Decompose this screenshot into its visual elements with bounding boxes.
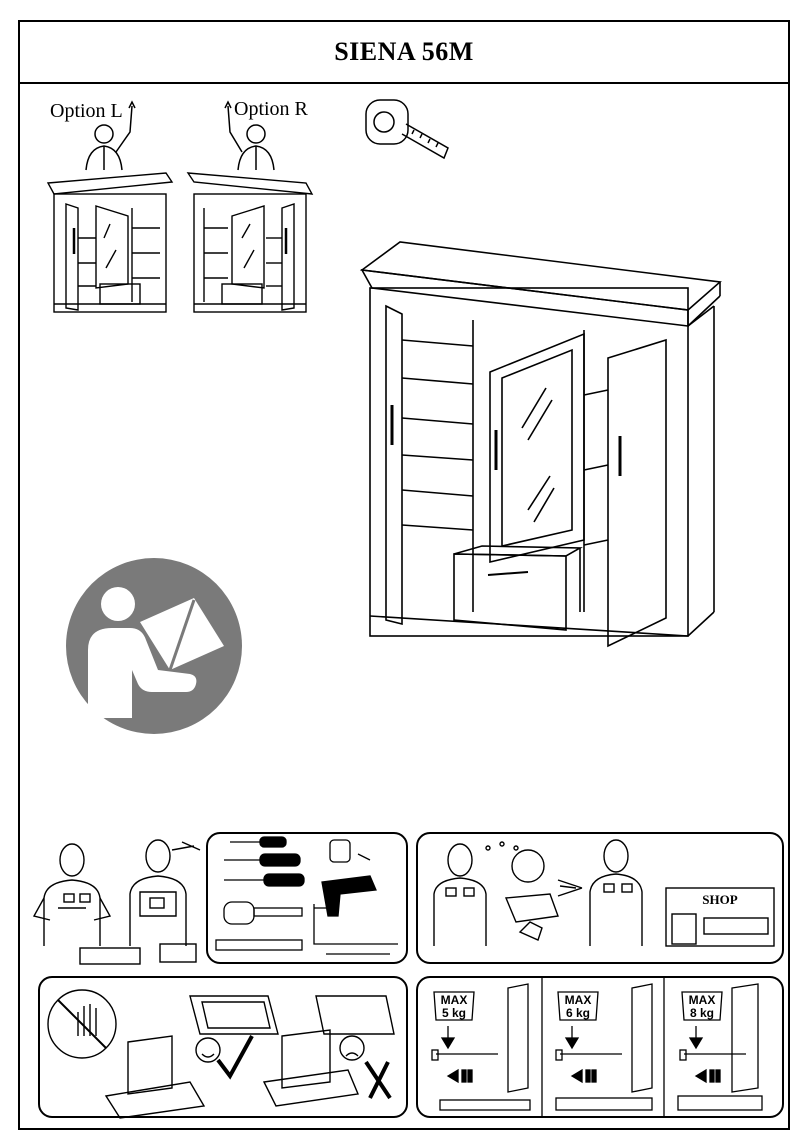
title-bar: SIENA 56M xyxy=(20,22,788,84)
sad-face-icon xyxy=(340,1036,364,1060)
workers-illustration xyxy=(30,836,200,966)
cabinet-main-illustration xyxy=(358,240,728,660)
tape-measure-icon xyxy=(362,92,452,172)
person-right-icon xyxy=(220,102,280,172)
question-icon xyxy=(512,850,544,882)
page-title: SIENA 56M xyxy=(334,37,474,67)
cabinet-option-r xyxy=(188,168,318,313)
help-shop-illustration: SHOP xyxy=(420,836,780,962)
cabinet-option-l xyxy=(48,168,178,313)
read-manual-icon xyxy=(66,558,242,734)
weight-label-2: 6 kg xyxy=(566,1006,590,1020)
weight-label-1: 5 kg xyxy=(442,1006,466,1020)
tools-illustration xyxy=(210,836,406,962)
max-label-2: MAX xyxy=(565,993,592,1007)
shop-sign: SHOP xyxy=(702,892,737,907)
person-left-icon xyxy=(82,102,142,172)
cross-icon xyxy=(366,1062,390,1098)
floor-protection-illustration xyxy=(40,978,406,1116)
check-icon xyxy=(218,1036,252,1076)
max-label-1: MAX xyxy=(441,993,468,1007)
max-label-3: MAX xyxy=(689,993,716,1007)
weight-label-3: 8 kg xyxy=(690,1006,714,1020)
drawer-load-illustration: MAX 5 kg MAX 6 kg MAX 8 kg xyxy=(418,978,782,1116)
smiley-icon xyxy=(196,1038,220,1062)
